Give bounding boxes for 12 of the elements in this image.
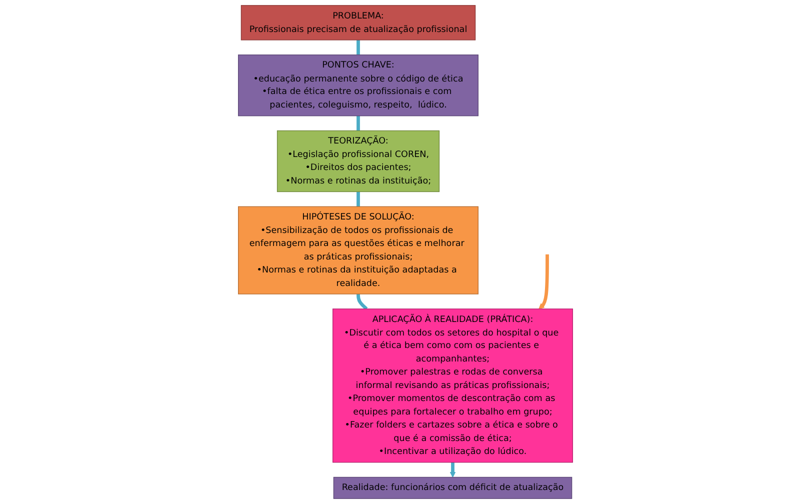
connector-line [356, 40, 360, 56]
text-box: PROBLEMA: Profissionais precisam de atualização profissional [240, 5, 476, 40]
connector-line [356, 294, 368, 310]
text-box: APLICAÇÃO À REALIDADE (PRÁTICA): •Discutir com todos os setores do hospital o que é a ética bem como com os pacientes e acompanhantes; •Promover palestras e rodas de conversa informal revisando as práticas profissionais; •Promover momentos de descontração com as equipes para fortalecer o trabalho em grupo; •Fazer folders e cartazes sobre a ética e sobre o que é a comissão de ética; •Incentivar a utilização do lúdico. [332, 308, 573, 463]
arrow [450, 462, 456, 478]
connector-line [356, 191, 360, 208]
connector-line [356, 115, 360, 132]
arrow [538, 254, 549, 310]
text-box: PONTOS CHAVE: •educação permanente sobre o código de ética •falta de ética entre os profissionais e com pacientes, coleguismo, respeito, lúdico. [238, 54, 478, 116]
text-box: Realidade: funcionários com déficit de atualização [333, 476, 572, 499]
text-box: TEORIZAÇÃO: •Legislação profissional COREN, •Direitos dos pacientes; •Normas e rotinas da instituição; [276, 130, 440, 192]
text-box: HIPÓTESES DE SOLUÇÃO: •Sensibilização de todos os profissionais de enfermagem para as questões éticas e melhorar as práticas profissionais; •Normas e rotinas da instituição adaptadas a realidade. [238, 206, 478, 294]
